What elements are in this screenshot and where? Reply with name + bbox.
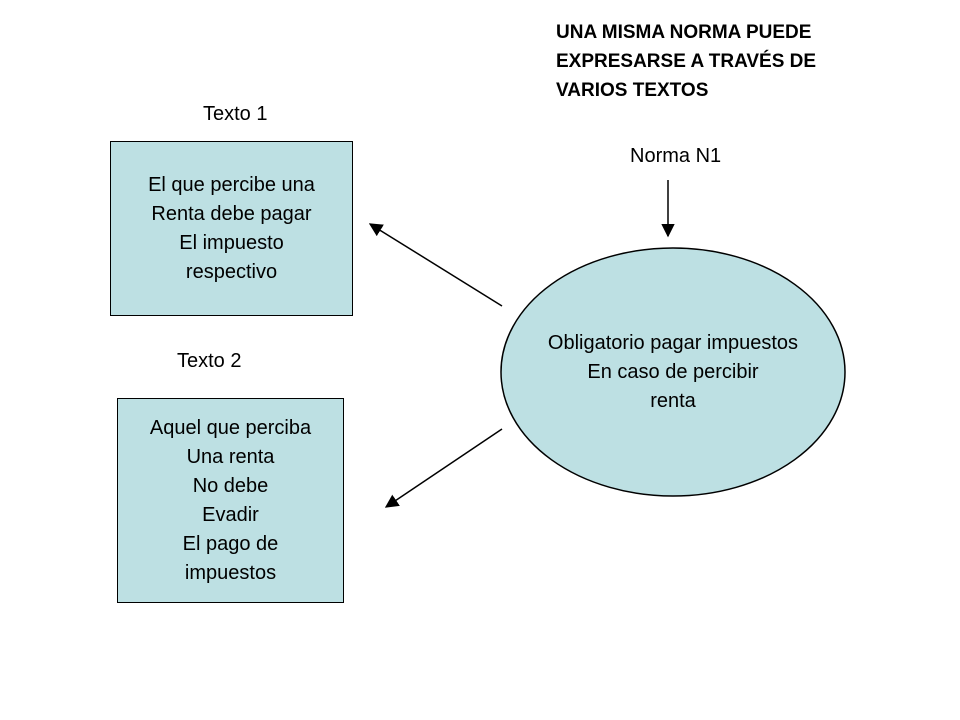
texto2-line: Aquel que perciba [149, 416, 312, 439]
norma-label: Norma N1 [630, 145, 722, 167]
arrow-to-texto2 [384, 428, 503, 508]
texto1-line: respectivo [185, 260, 278, 283]
texto2-label: Texto 2 [177, 350, 242, 372]
texto2-line: impuestos [184, 561, 277, 584]
texto2-line: Evadir [202, 503, 259, 526]
norma-line: Obligatorio pagar impuestos [547, 331, 799, 354]
texto1-line: Renta debe pagar [151, 202, 312, 225]
heading-line: EXPRESARSE A TRAVÉS DE [556, 51, 817, 72]
heading-line: VARIOS TEXTOS [556, 80, 709, 101]
texto2-line: El pago de [182, 532, 279, 555]
texto2-line: Una renta [186, 445, 275, 468]
norma-ellipse-text: Obligatorio pagar impuestos En caso de p… [500, 248, 846, 496]
arrow-to-texto1 [368, 223, 503, 307]
texto2-box: Aquel que perciba Una renta No debe Evad… [117, 398, 344, 603]
texto1-line: El impuesto [179, 231, 284, 254]
norma-line: En caso de percibir [587, 360, 759, 383]
diagram-heading: UNA MISMA NORMA PUEDE EXPRESARSE A TRAVÉ… [556, 18, 936, 105]
norma-ellipse [500, 247, 846, 497]
norma-line: renta [650, 389, 696, 412]
texto1-box: El que percibe una Renta debe pagar El i… [110, 141, 353, 316]
texto1-line: El que percibe una [148, 173, 315, 196]
texto2-line: No debe [192, 474, 269, 497]
texto1-label: Texto 1 [203, 103, 268, 125]
heading-line: UNA MISMA NORMA PUEDE [556, 22, 812, 43]
